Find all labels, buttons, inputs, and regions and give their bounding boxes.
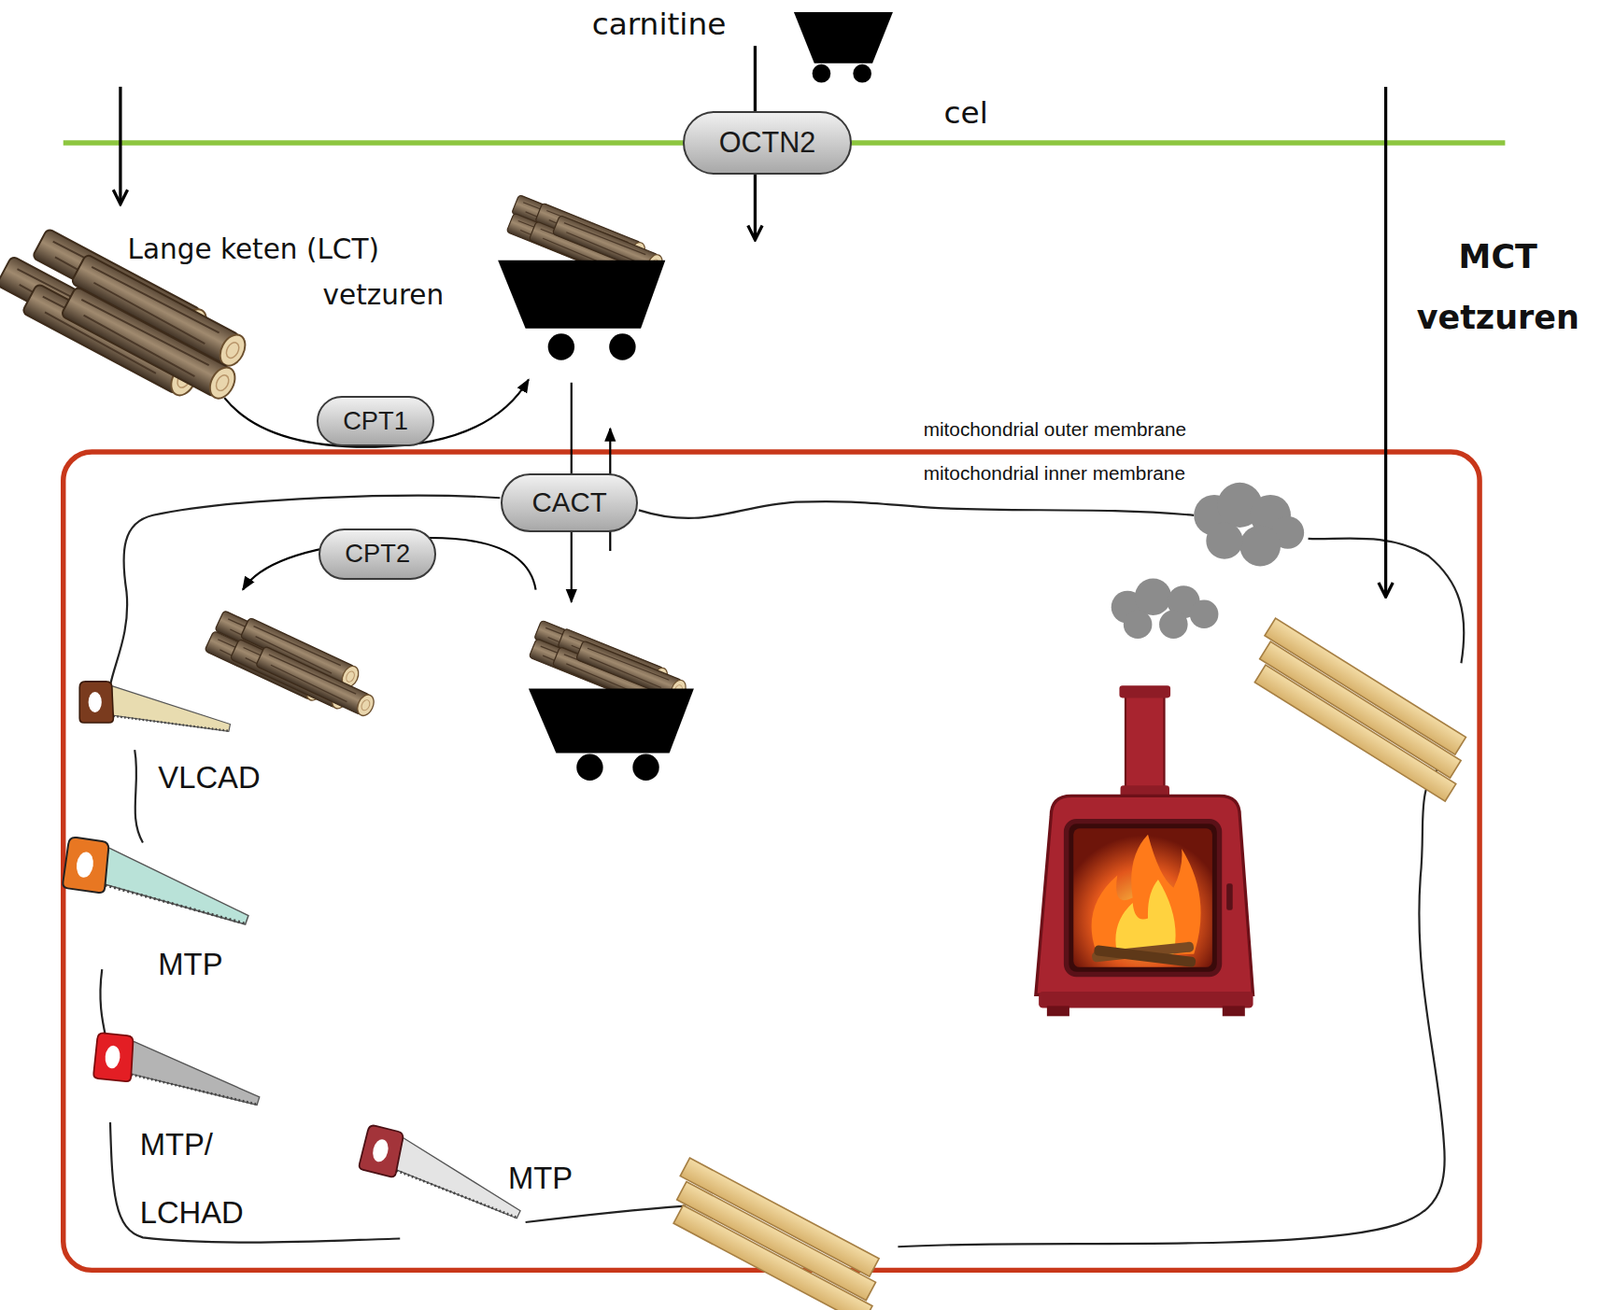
- transport-arrow: [242, 538, 537, 591]
- saw-icon: [358, 1124, 407, 1178]
- enzyme-label: VLCAD: [157, 760, 260, 796]
- transport-arrow: [224, 379, 529, 447]
- saw-icon: [79, 681, 230, 732]
- transporter-pill: CACT: [500, 473, 638, 533]
- log-pile: [255, 646, 378, 719]
- stove: [1073, 828, 1213, 968]
- enzyme-label: MTP: [157, 947, 223, 983]
- stove: [1125, 693, 1165, 796]
- enzyme-pill: CPT2: [318, 528, 437, 581]
- smoke-cloud: [1111, 482, 1304, 639]
- mitochondrion-outer-membrane: [63, 452, 1480, 1271]
- saw-icon: [62, 836, 112, 894]
- plank-stack: [679, 1158, 879, 1277]
- saw-icon: [355, 1124, 532, 1219]
- saw-icon: [370, 1138, 391, 1165]
- node-text: CPT1: [342, 407, 409, 436]
- saw-icon: [74, 850, 95, 879]
- stove: [1035, 685, 1254, 1017]
- cart-icon: [852, 64, 872, 84]
- saw-icon: [129, 1075, 258, 1105]
- cart-icon: [812, 64, 832, 84]
- cart-with-logs: [497, 260, 666, 329]
- substance-label: MCT vetzuren: [1416, 226, 1580, 350]
- saw-icon: [100, 848, 255, 925]
- log-pile: [60, 286, 241, 404]
- region-label: cel: [944, 95, 989, 131]
- node-text: OCTN2: [719, 127, 817, 159]
- mitochondrion-inner-membrane: [638, 501, 1194, 519]
- stove: [1222, 1005, 1246, 1017]
- saw-icon: [60, 836, 256, 925]
- stove: [1093, 945, 1197, 968]
- plank-stack: [1264, 618, 1466, 755]
- transport-arrow: [753, 173, 757, 241]
- mitochondrion-inner-membrane: [134, 750, 143, 843]
- stove: [1035, 795, 1254, 995]
- smoke-cloud: [1123, 609, 1153, 639]
- cart-with-logs: [548, 333, 575, 360]
- node-text: CACT: [531, 487, 607, 518]
- stove: [1047, 1005, 1070, 1017]
- stove: [1066, 821, 1220, 976]
- cart-with-logs: [528, 620, 694, 781]
- stove: [1226, 883, 1233, 910]
- cart-icon: [793, 12, 893, 83]
- mitochondrion-inner-membrane: [897, 760, 1447, 1247]
- cart-with-logs: [497, 195, 666, 361]
- mitochondrion-inner-membrane: [99, 969, 106, 1039]
- smoke-cloud: [1239, 525, 1281, 567]
- transport-arrow: [118, 86, 122, 205]
- membrane-label: mitochondrial outer membrane: [923, 418, 1187, 441]
- plank-stack: [1260, 641, 1461, 779]
- stove: [1091, 835, 1202, 955]
- smoke-cloud: [1134, 579, 1172, 616]
- cart-with-logs: [528, 689, 694, 754]
- plank-stack: [1241, 618, 1481, 802]
- smoke-cloud: [1205, 522, 1243, 559]
- substance-label: Lange keten (LCT) vetzuren: [127, 226, 445, 319]
- saw-icon: [92, 1033, 265, 1106]
- cart-with-logs: [608, 333, 636, 360]
- enzyme-label: MTP/ LCHAD: [140, 1110, 244, 1247]
- smoke-cloud: [1189, 599, 1219, 629]
- cart-with-logs: [632, 753, 659, 780]
- transport-arrow: [1384, 86, 1388, 597]
- cart-icon: [793, 12, 893, 64]
- cart-with-logs: [576, 753, 603, 780]
- transport-arrow: [120, 45, 1387, 603]
- stove: [1118, 685, 1171, 698]
- smoke-cloud: [1159, 609, 1189, 639]
- log-pile: [204, 610, 378, 720]
- transport-arrow: [753, 45, 757, 114]
- stove: [1115, 879, 1176, 955]
- saw-icon: [103, 1045, 121, 1070]
- substance-label: carnitine: [592, 6, 727, 43]
- node-text: CPT2: [344, 539, 411, 568]
- saw-icon: [79, 681, 114, 723]
- saw-icon: [93, 1033, 136, 1083]
- saw-icon: [127, 1041, 265, 1106]
- saw-icon: [112, 686, 231, 733]
- mitochondrion-inner-membrane: [99, 495, 1464, 1248]
- stove: [1038, 991, 1253, 1008]
- plank-stack: [659, 1158, 894, 1310]
- enzyme-pill: CPT1: [316, 396, 435, 448]
- enzyme-label: MTP: [508, 1161, 573, 1197]
- saw-icon: [392, 1171, 521, 1218]
- membrane-label: mitochondrial inner membrane: [923, 462, 1186, 485]
- transporter-pill: OCTN2: [682, 111, 851, 175]
- saw-icon: [88, 692, 102, 713]
- saw-icon: [102, 885, 248, 924]
- saw-icon: [113, 716, 228, 732]
- mitochondrion-inner-membrane: [525, 1206, 687, 1223]
